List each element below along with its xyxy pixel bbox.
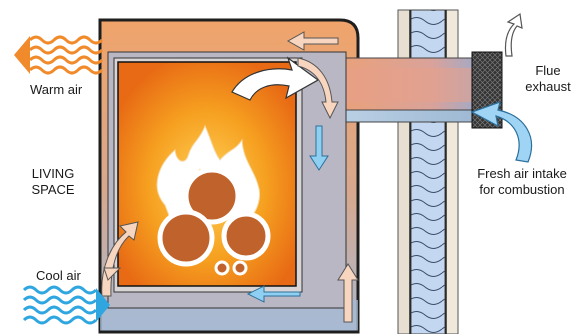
warm-air-arrow-icon bbox=[28, 35, 104, 75]
warm-air-label: Warm air bbox=[30, 82, 83, 97]
flue-pipe bbox=[331, 57, 473, 123]
cool-air-arrow-icon bbox=[22, 285, 98, 325]
warm-air-arrowhead-icon bbox=[14, 36, 30, 74]
fresh-air-intake-label-line2: for combustion bbox=[479, 182, 565, 197]
fresh-air-arrow-icon bbox=[470, 101, 533, 163]
flue-exhaust-label-line2: exhaust bbox=[525, 79, 571, 94]
logs bbox=[157, 167, 271, 276]
living-space-label-line2: SPACE bbox=[31, 182, 75, 197]
log-icon bbox=[232, 260, 248, 276]
smoke-arrow-icon bbox=[231, 56, 320, 101]
fresh-air-intake-label-line1: Fresh air intake bbox=[477, 166, 567, 181]
cool-circulation-arrows bbox=[103, 125, 329, 303]
flue-exhaust-label-line1: Flue bbox=[535, 63, 561, 78]
log-icon bbox=[183, 167, 241, 225]
living-space-label: LIVING SPACE bbox=[28, 166, 78, 198]
log-icon bbox=[214, 260, 230, 276]
flue-exhaust-label: Flue exhaust bbox=[516, 63, 580, 95]
exhaust-arrow-icon bbox=[504, 12, 523, 57]
cool-air-label: Cool air bbox=[36, 268, 81, 283]
fresh-air-intake-label: Fresh air intake for combustion bbox=[466, 166, 578, 198]
log-icon bbox=[221, 211, 271, 261]
cool-air-arrowhead-icon bbox=[96, 288, 110, 322]
log-icon bbox=[157, 209, 215, 267]
living-space-label-line1: LIVING bbox=[31, 166, 75, 181]
